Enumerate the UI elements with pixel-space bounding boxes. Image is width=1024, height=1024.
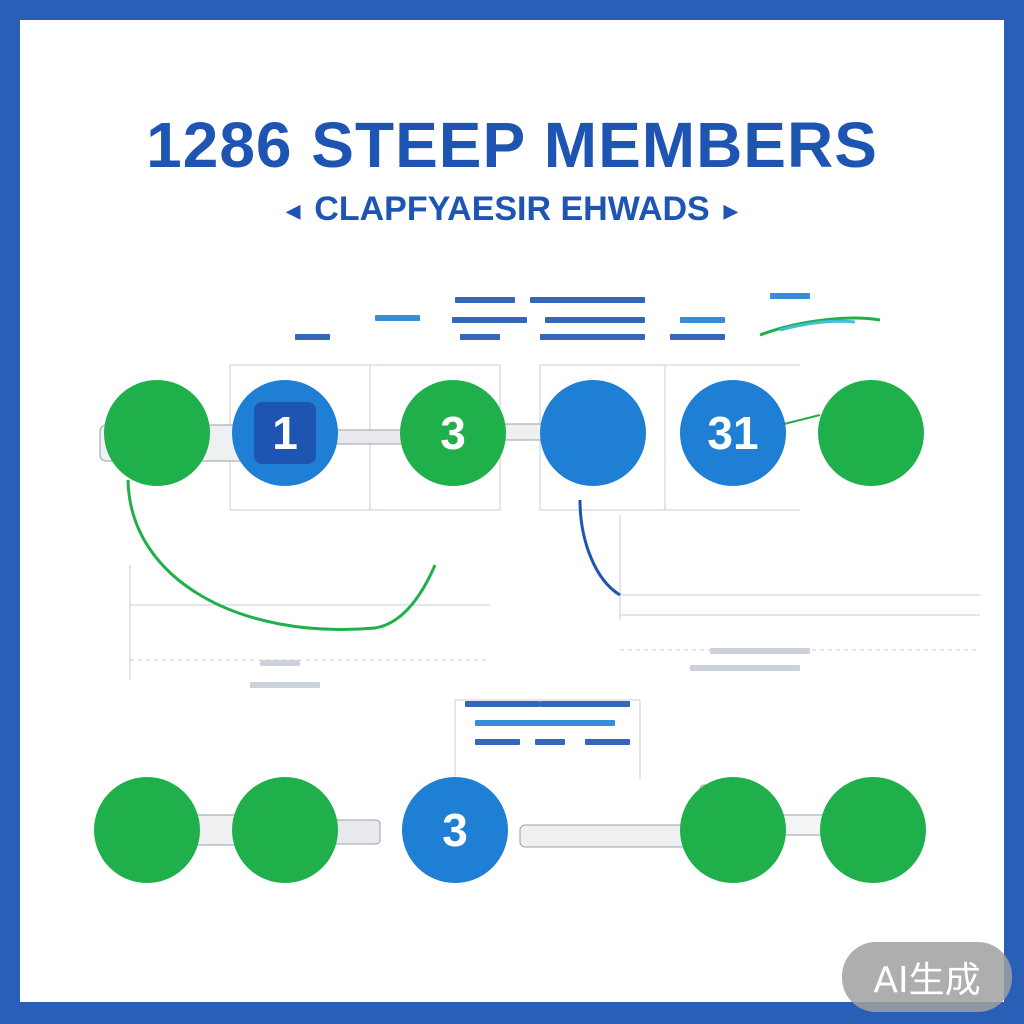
mini-text [545,317,645,323]
mini-text [585,739,630,745]
step-circle: 3 [400,380,506,486]
step-number: 31 [707,407,759,459]
mini-text [540,701,630,707]
step-circle: 31 [680,380,786,486]
mini-text [295,334,330,340]
blue-curve [578,499,621,597]
mini-text [260,660,300,666]
step-number: 3 [440,407,466,459]
mini-text [460,334,500,340]
mini-text [530,297,645,303]
mini-text [710,648,810,654]
step-circle [540,380,646,486]
step-circle [818,380,924,486]
ai-generated-badge: AI生成 [842,942,1012,1012]
mini-text [770,293,810,299]
mini-text [375,315,420,321]
poster-title: 1286 STEEP MEMBERS [146,109,878,181]
step-circle [820,777,926,883]
mini-text [475,739,520,745]
mini-text [690,665,800,671]
top-right-curve-cyan [779,319,856,332]
left-arrow-icon: ◀ [286,200,301,221]
grid-lines [129,364,980,780]
step-number: 3 [442,804,468,856]
mini-text [455,297,515,303]
mini-text [465,701,540,707]
poster-canvas: 1286 STEEP MEMBERS ◀CLAPFYAESIR EHWADS▶ … [20,20,1004,1002]
mini-text [680,317,725,323]
mini-text [475,720,615,726]
step-circle [680,777,786,883]
mini-text [540,334,645,340]
step-circle [104,380,210,486]
poster-subtitle: ◀ CLAPFYAESIR EHWADS ▶ [20,190,1004,229]
step-circle [232,777,338,883]
step-circle: 1 [232,380,338,486]
right-arrow-icon: ▶ [723,200,738,221]
step-circle [94,777,200,883]
step-circle: 3 [402,777,508,883]
mini-text [670,334,725,340]
mini-text [452,317,527,323]
mini-text [250,682,320,688]
top-right-curve [759,316,881,337]
mini-text [535,739,565,745]
step-number: 1 [254,402,316,464]
green-curve [126,479,437,631]
subtitle-text: CLAPFYAESIR EHWADS [314,190,710,228]
